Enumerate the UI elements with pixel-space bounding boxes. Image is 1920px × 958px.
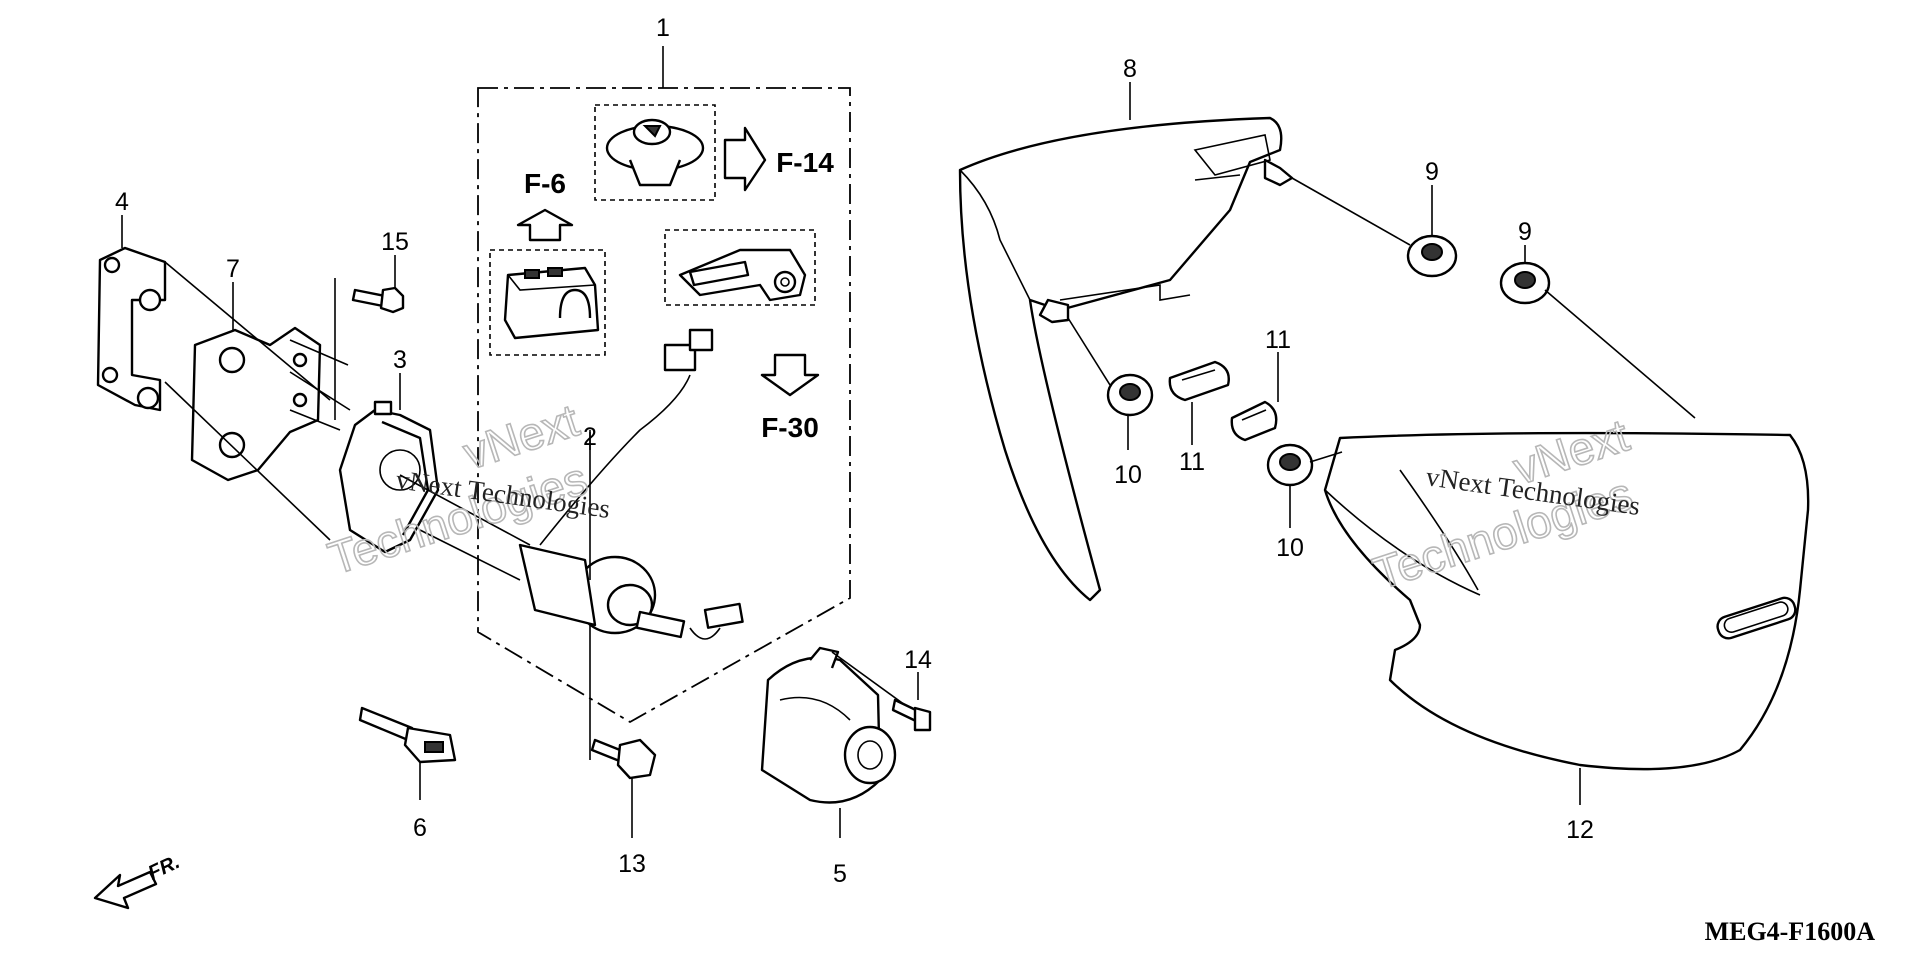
- bolt-13-part: [590, 738, 657, 780]
- leader-lines-right: [1067, 177, 1696, 463]
- callout-2: 2: [583, 423, 597, 451]
- grommet-11b-part: [1230, 400, 1278, 442]
- bolt-15-part: [351, 286, 405, 314]
- detail-box-clip: [594, 104, 716, 201]
- callout-1: 1: [656, 14, 670, 42]
- ref-f6: F-6: [524, 168, 566, 199]
- leader-lines-left: [164, 261, 591, 760]
- ignition-switch: [518, 328, 744, 640]
- arrow-down-f30: [760, 353, 820, 397]
- grommet-10a-part: [1106, 373, 1154, 417]
- callout-6: 6: [413, 814, 427, 842]
- front-arrow: FR.: [93, 851, 183, 910]
- plate-part: [190, 326, 322, 482]
- clip-part: [605, 118, 705, 187]
- side-cover-right-part: [1323, 431, 1810, 771]
- bracket-part: [96, 246, 167, 412]
- callout-7: 7: [226, 255, 240, 283]
- holder-part: [503, 266, 600, 340]
- callout-4: 4: [115, 188, 129, 216]
- lock-body-part: [678, 248, 807, 302]
- grommet-10b-part: [1266, 443, 1314, 487]
- kit-boundary: [477, 87, 851, 724]
- callout-11b: 11: [1265, 326, 1291, 354]
- callout-12: 12: [1566, 816, 1594, 844]
- callout-5: 5: [833, 860, 847, 888]
- arrow-up-f6: [516, 208, 574, 242]
- callout-leaders: [121, 82, 1581, 838]
- callout-10a: 10: [1114, 461, 1142, 489]
- callout-10b: 10: [1276, 534, 1304, 562]
- callout-9b: 9: [1518, 218, 1532, 246]
- callout-8: 8: [1123, 55, 1137, 83]
- ref-f14: F-14: [776, 147, 834, 178]
- callout-11a: 11: [1179, 448, 1205, 476]
- callout-14: 14: [904, 646, 932, 674]
- diagram-code: MEG4-F1600A: [1705, 917, 1876, 946]
- grommet-9b-part: [1499, 261, 1551, 305]
- callout-9a: 9: [1425, 158, 1439, 186]
- grommet-9a-part: [1406, 234, 1458, 278]
- callout-3: 3: [393, 346, 407, 374]
- grommet-11a-part: [1168, 360, 1230, 402]
- callout-13: 13: [618, 850, 646, 878]
- arrow-right-f14: [723, 126, 767, 192]
- detail-box-lock: [664, 229, 816, 306]
- ref-f30: F-30: [761, 412, 819, 443]
- detail-box-holder: [489, 249, 606, 356]
- callout-15: 15: [381, 228, 409, 256]
- screw-14-part: [831, 651, 932, 732]
- side-cover-left-part: [958, 116, 1294, 602]
- switch-cover-part: [760, 646, 897, 804]
- key-part: [358, 706, 457, 764]
